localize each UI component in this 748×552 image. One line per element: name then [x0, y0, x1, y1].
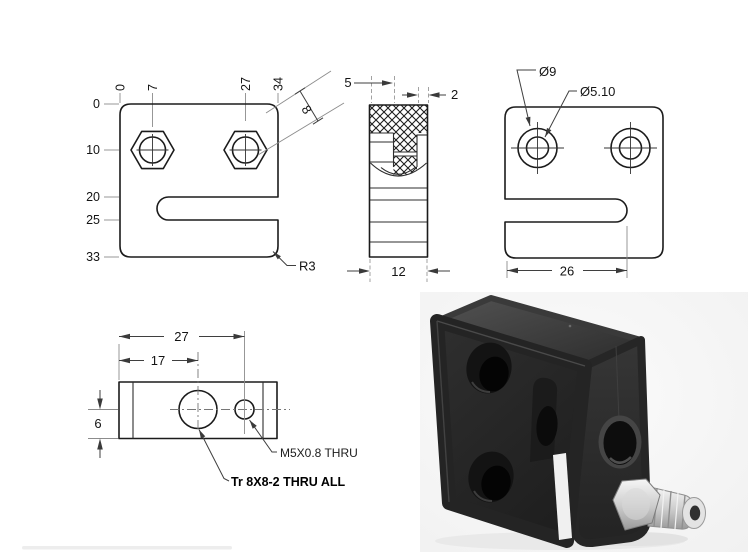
hatch-patch [393, 156, 417, 178]
set-screw [612, 478, 706, 531]
dim-12: 12 [347, 264, 450, 279]
dim-2: 2 [402, 87, 458, 102]
section-outline [368, 104, 429, 258]
ordinate-left-33: 33 [86, 250, 100, 264]
dim-6-label: 6 [94, 416, 101, 431]
dim-26: 26 [506, 226, 628, 279]
dia9-label: Ø9 [539, 64, 556, 79]
front-hole-top [466, 342, 512, 394]
dim-5: 5 [344, 75, 393, 90]
dim-12-label: 12 [391, 264, 405, 279]
dia510-callout: Ø5.10 [544, 84, 615, 138]
hatch-top [369, 105, 428, 133]
radius-callout: R3 [272, 251, 316, 274]
slot-gap [553, 453, 572, 540]
ordinate-top-7: 7 [146, 84, 160, 91]
ordinate-left-20: 20 [86, 190, 100, 204]
front-view: 0 7 27 34 0 10 20 25 33 [86, 70, 345, 274]
ordinate-left-25: 25 [86, 213, 100, 227]
m5-callout: M5X0.8 THRU [249, 419, 358, 460]
dim-2-label: 2 [451, 87, 458, 102]
ordinate-top-0: 0 [114, 84, 128, 91]
tr8-callout: Tr 8X8-2 THRU ALL [198, 429, 346, 489]
product-photo [420, 292, 748, 552]
tr8-groove-hole [536, 406, 558, 446]
surface-speck [568, 324, 572, 328]
dim-17-label: 17 [151, 353, 165, 368]
bottom-view: 27 17 6 M5X0.8 THRU [88, 329, 358, 489]
hex-hole-left [130, 130, 175, 170]
dim-27-label: 27 [174, 329, 188, 344]
bottom-edge-artifact [22, 546, 232, 550]
front-plate-outline [119, 103, 279, 258]
tr8-side-hole [598, 415, 642, 469]
m5-note: M5X0.8 THRU [280, 446, 358, 460]
tr8-note: Tr 8X8-2 THRU ALL [231, 475, 346, 489]
radius-note: R3 [299, 259, 316, 274]
back-view: Ø9 Ø5.10 26 [504, 64, 664, 279]
ordinate-left-10: 10 [86, 143, 100, 157]
hatch-mid [393, 133, 417, 152]
section-view: 5 2 12 [344, 75, 458, 282]
ordinate-left-0: 0 [93, 97, 100, 111]
dim-26-label: 26 [560, 264, 574, 279]
dim-27: 27 [118, 329, 245, 380]
dia9-callout: Ø9 [516, 64, 556, 127]
dim-5-label: 5 [344, 75, 351, 90]
dim-17: 17 [119, 353, 198, 368]
dia510-label: Ø5.10 [580, 84, 615, 99]
counterbore-hole-left [511, 122, 564, 174]
dim-6: 6 [88, 390, 118, 458]
counterbore-hole-right [604, 122, 657, 174]
dim-diagonal: 8 [299, 102, 316, 116]
front-hole-bottom [468, 451, 514, 503]
ordinate-top-34: 34 [272, 77, 286, 91]
back-plate-outline [504, 106, 664, 259]
hex-hole-right [223, 130, 268, 170]
ordinate-top-27: 27 [239, 77, 253, 91]
hex-socket [689, 505, 701, 521]
